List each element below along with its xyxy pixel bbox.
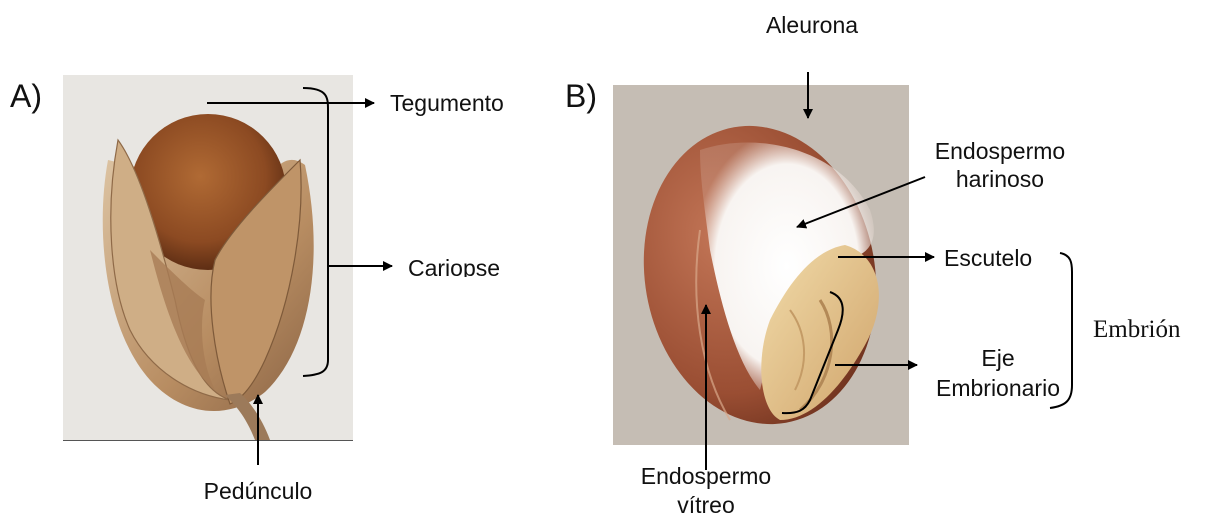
photo-b-grain — [613, 85, 909, 445]
label-eje: Eje — [928, 345, 1068, 371]
label-endospermo-vitreo-1: Endospermo — [626, 463, 786, 489]
label-embrion: Embrión — [1093, 316, 1181, 345]
label-pedunculo: Pedúnculo — [168, 478, 348, 504]
label-endospermo-harinoso-2: harinoso — [920, 166, 1080, 192]
label-cariopse: Cariopse — [408, 255, 500, 277]
panel-a-tag: A) — [10, 78, 42, 115]
label-tegumento: Tegumento — [390, 90, 504, 116]
label-endospermo-harinoso-1: Endospermo — [920, 138, 1080, 164]
panel-b-tag: B) — [565, 78, 597, 115]
label-embrionario: Embrionario — [918, 375, 1078, 401]
label-aleurona: Aleurona — [752, 12, 872, 38]
photo-a-grain — [63, 75, 353, 441]
label-escutelo: Escutelo — [944, 245, 1032, 271]
label-endospermo-vitreo-2: vítreo — [626, 492, 786, 518]
